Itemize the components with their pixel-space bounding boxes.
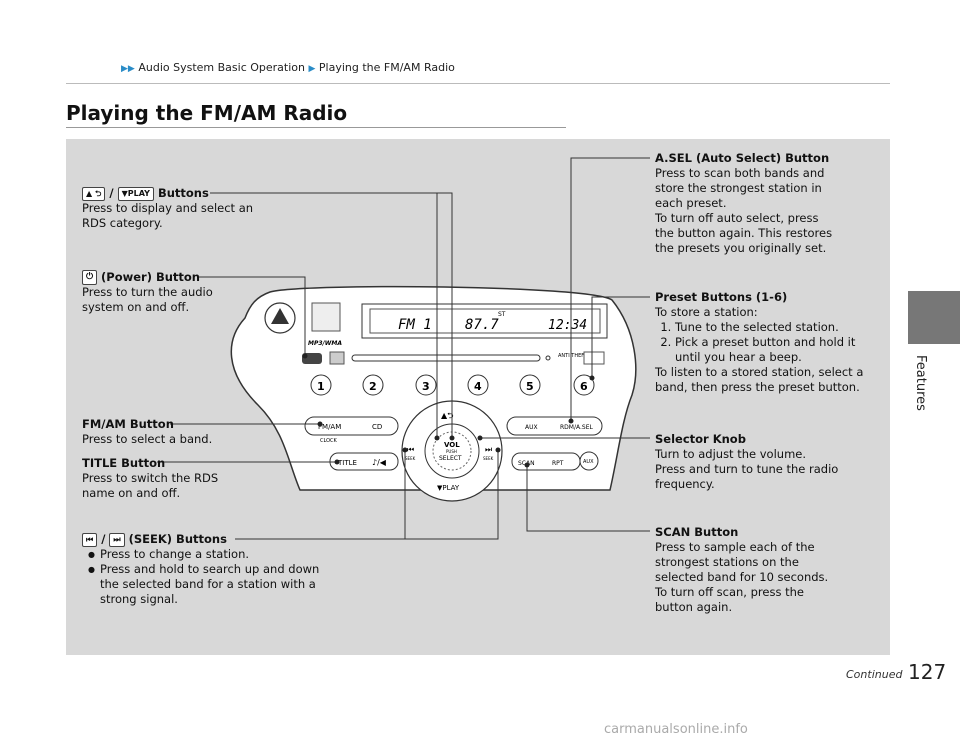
svg-text:CD: CD — [372, 423, 382, 431]
cd-slot — [351, 354, 541, 362]
svg-text:2: 2 — [369, 380, 377, 393]
preset-button-5[interactable] — [519, 374, 541, 396]
anti-theft-label: ANTI THEFT — [558, 353, 588, 359]
svg-text:3: 3 — [422, 380, 430, 393]
aux-jack[interactable] — [579, 451, 599, 471]
display-band: FM 1 — [398, 317, 432, 333]
svg-text:RPT: RPT — [552, 460, 564, 467]
power-button-label: ⏻ (Power) Button Press to turn the audio… — [82, 270, 213, 314]
preset-button-6[interactable] — [573, 374, 595, 396]
scan-button-label: SCAN Button Press to sample each of the … — [655, 525, 829, 614]
continued-label: Continued — [846, 668, 903, 681]
seek-forward-key-icon: ⏭ — [109, 532, 125, 547]
svg-text:4: 4 — [474, 380, 482, 393]
breadcrumb: ▶▶ Audio System Basic Operation ▶ Playin… — [121, 61, 455, 74]
up-button-icon: ▲⮌ — [441, 411, 454, 420]
display-stereo: ST — [498, 311, 506, 318]
seek-back-key-icon: ⏮ — [82, 532, 98, 547]
preset-button-3[interactable] — [415, 374, 437, 396]
svg-text:SEEK: SEEK — [405, 456, 416, 461]
preset-buttons-label: Preset Buttons (1-6) To store a station:… — [655, 290, 865, 395]
play-key-icon: ▼PLAY — [117, 186, 154, 201]
selector-knob-label: Selector Knob Turn to adjust the volume.… — [655, 432, 839, 491]
svg-text:CLOCK: CLOCK — [320, 438, 338, 444]
section-tab — [908, 291, 960, 344]
svg-text:AUX: AUX — [525, 424, 538, 431]
preset-button-2[interactable] — [362, 374, 384, 396]
preset-button-1[interactable] — [310, 374, 332, 396]
svg-text:6: 6 — [580, 380, 588, 393]
breadcrumb-part-1: Audio System Basic Operation — [138, 61, 305, 74]
mp3-logo: MP3/WMA — [308, 340, 342, 347]
display-time: 12:34 — [548, 318, 587, 333]
svg-text:AUX: AUX — [583, 459, 594, 465]
asel-button-label: A.SEL (Auto Select) Button Press to scan… — [655, 151, 833, 255]
breadcrumb-arrow-icon: ▶ — [308, 64, 316, 74]
svg-text:FM/AM: FM/AM — [318, 423, 341, 431]
seek-back-icon: ⏮ — [407, 445, 414, 454]
svg-text:PUSH: PUSH — [446, 449, 457, 454]
power-icon: ⏻ — [82, 270, 97, 285]
header-divider — [66, 83, 890, 84]
seek-forward-icon: ⏭ — [485, 445, 492, 454]
display-frequency: 87.7 — [465, 317, 499, 333]
preset-buttons: 1 2 3 4 5 6 — [310, 374, 595, 396]
svg-text:SEEK: SEEK — [483, 456, 494, 461]
svg-text:SELECT: SELECT — [439, 455, 462, 462]
svg-text:VOL: VOL — [444, 441, 460, 449]
eject-button[interactable] — [583, 351, 605, 365]
watermark: carmanualsonline.info — [604, 722, 748, 737]
svg-text:5: 5 — [526, 380, 534, 393]
breadcrumb-arrow-icon: ▶▶ — [121, 64, 135, 74]
title-underline — [66, 127, 566, 128]
rdm-asel-button[interactable] — [506, 416, 603, 436]
seek-buttons-label: ⏮ / ⏭ (SEEK) Buttons Press to change a s… — [82, 532, 332, 607]
rds-buttons-label: ▲ ⮌ / ▼PLAY Buttons Press to display and… — [82, 186, 254, 230]
preset-button-4[interactable] — [467, 374, 489, 396]
up-key-icon: ▲ ⮌ — [82, 186, 106, 201]
hazard-icon — [271, 308, 289, 324]
music-note-icon: ♪/◀ — [372, 458, 387, 467]
svg-text:▼PLAY: ▼PLAY — [437, 484, 460, 492]
page-title: Playing the FM/AM Radio — [66, 101, 348, 125]
svg-text:RDM/A.SEL: RDM/A.SEL — [560, 424, 593, 431]
page-number: 127 — [908, 660, 947, 684]
breadcrumb-part-2: Playing the FM/AM Radio — [318, 61, 455, 74]
svg-text:TITLE: TITLE — [337, 459, 357, 467]
fmam-cd-button[interactable] — [304, 416, 399, 436]
svg-text:1: 1 — [317, 380, 325, 393]
